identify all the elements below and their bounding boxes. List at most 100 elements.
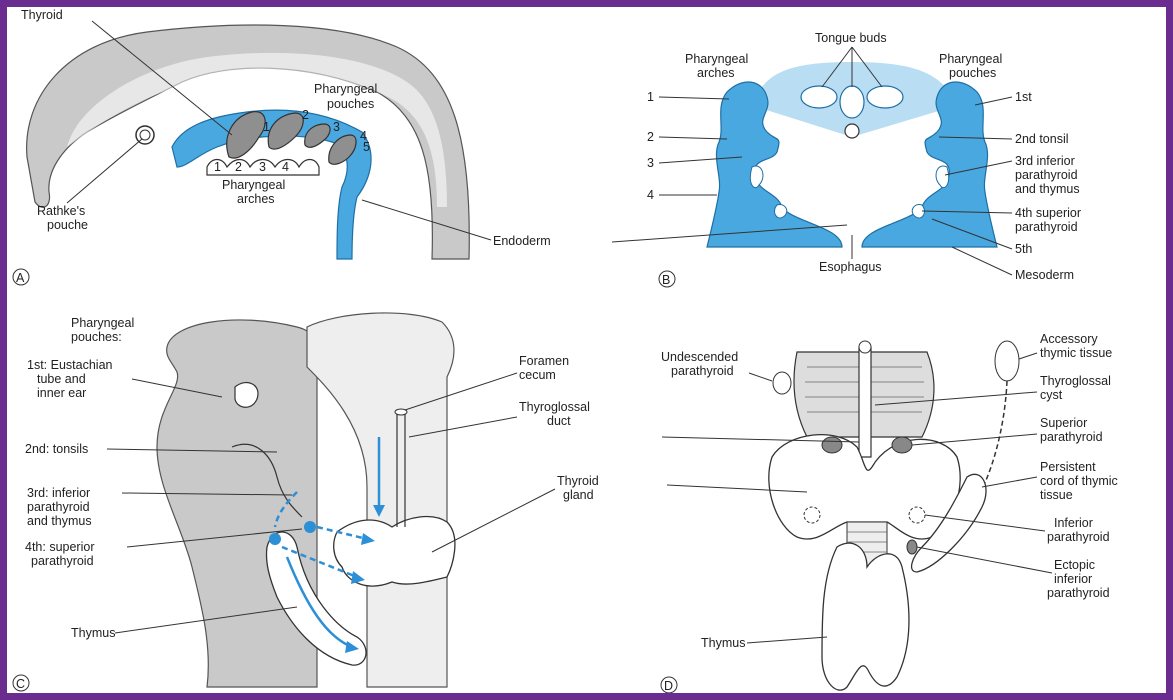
label-b-third-2: parathyroid — [1015, 168, 1078, 182]
panel-c: Pharyngeal pouches: 1st: Eustachian tube… — [13, 313, 599, 691]
label-b-second: 2nd tonsil — [1015, 132, 1069, 146]
label-pouches-a1: Pharyngeal — [314, 82, 377, 96]
label-c-third-2: parathyroid — [27, 500, 90, 514]
label-c-duct-2: duct — [547, 414, 571, 428]
leader-arch-b-1 — [659, 97, 729, 99]
label-d-persistent-3: tissue — [1040, 488, 1073, 502]
label-arches-b1: Pharyngeal — [685, 52, 748, 66]
label-c-fourth-2: parathyroid — [31, 554, 94, 568]
pouch-num-3: 3 — [333, 120, 340, 134]
arch-b-num-1: 1 — [647, 90, 654, 104]
label-arches-b2: arches — [697, 66, 735, 80]
label-d-undesc-1: Undescended — [661, 350, 738, 364]
pouch-left-4 — [775, 204, 787, 218]
label-d-ectopic-1: Ectopic — [1054, 558, 1095, 572]
figure-frame: Thyroid Pharyngeal pouches 1 2 3 4 5 1 2… — [7, 7, 1166, 693]
label-c-gland-2: gland — [563, 488, 594, 502]
arch-b-num-3: 3 — [647, 156, 654, 170]
panel-a: Thyroid Pharyngeal pouches 1 2 3 4 5 1 2… — [13, 8, 551, 285]
arch-num-2: 2 — [235, 160, 242, 174]
label-c-pouches-2: pouches: — [71, 330, 122, 344]
parathyroid-dot-2 — [269, 533, 281, 545]
label-b-first: 1st — [1015, 90, 1032, 104]
label-c-first-1: 1st: Eustachian — [27, 358, 113, 372]
leader-d-superior — [912, 434, 1037, 445]
arch-b-num-4: 4 — [647, 188, 654, 202]
label-b-fourth-2: parathyroid — [1015, 220, 1078, 234]
label-d-accessory-2: thymic tissue — [1040, 346, 1112, 360]
label-pouches-b1: Pharyngeal — [939, 52, 1002, 66]
parathyroid-dot-1 — [304, 521, 316, 533]
pouch-num-5: 5 — [363, 140, 370, 154]
label-pouches-a2: pouches — [327, 97, 374, 111]
pharynx-grey — [157, 320, 319, 687]
label-c-third-3: and thymus — [27, 514, 92, 528]
label-d-ectopic-3: parathyroid — [1047, 586, 1110, 600]
label-d-cyst-1: Thyroglossal — [1040, 374, 1111, 388]
leader-b-mesoderm — [952, 247, 1012, 275]
label-b-fourth-1: 4th superior — [1015, 206, 1081, 220]
thymus-d — [822, 543, 909, 690]
ectopic-parathyroid — [907, 540, 917, 554]
label-c-first-2: tube and — [37, 372, 86, 386]
undescended-parathyroid — [773, 372, 791, 394]
label-endoderm: Endoderm — [493, 234, 551, 248]
embryology-diagram: Thyroid Pharyngeal pouches 1 2 3 4 5 1 2… — [7, 7, 1166, 693]
tongue-bud-left — [801, 86, 837, 108]
label-d-persistent-2: cord of thymic — [1040, 474, 1118, 488]
superior-parathyroid-right — [892, 437, 912, 453]
thyroglossal-tract — [859, 347, 871, 457]
leader-arch-b-2 — [659, 137, 727, 139]
pouch-num-1: 1 — [263, 120, 270, 134]
label-d-inferior-2: parathyroid — [1047, 530, 1110, 544]
foramen-dot — [845, 124, 859, 138]
leader-endoderm-a — [362, 200, 491, 240]
label-c-fourth-1: 4th: superior — [25, 540, 94, 554]
label-c-third-1: 3rd: inferior — [27, 486, 90, 500]
pouch-c-first — [235, 383, 258, 408]
label-thyroid: Thyroid — [21, 8, 63, 22]
panel-b-letter: B — [662, 273, 670, 287]
label-d-persistent-1: Persistent — [1040, 460, 1096, 474]
label-b-third-1: 3rd inferior — [1015, 154, 1075, 168]
leader-d-accessory — [1019, 353, 1037, 359]
label-d-superior-2: parathyroid — [1040, 430, 1103, 444]
arch-num-3: 3 — [259, 160, 266, 174]
label-c-thymus: Thymus — [71, 626, 115, 640]
label-c-duct-1: Thyroglossal — [519, 400, 590, 414]
arch-b-num-2: 2 — [647, 130, 654, 144]
leader-d-persistent — [982, 477, 1037, 487]
label-d-cyst-2: cyst — [1040, 388, 1063, 402]
leader-rathke — [67, 139, 142, 203]
panel-a-letter: A — [16, 271, 25, 285]
label-c-gland-1: Thyroid — [557, 474, 599, 488]
label-rathke-2: pouche — [47, 218, 88, 232]
arch-num-1: 1 — [214, 160, 221, 174]
accessory-thymic-tissue — [995, 341, 1019, 381]
label-d-inferior-1: Inferior — [1054, 516, 1093, 530]
label-d-superior-1: Superior — [1040, 416, 1087, 430]
panel-c-letter: C — [16, 677, 25, 691]
label-b-esophagus: Esophagus — [819, 260, 882, 274]
panel-b: Tongue buds Pharyngeal arches Pharyngeal… — [612, 31, 1081, 287]
label-arches-a2: arches — [237, 192, 275, 206]
label-d-accessory-1: Accessory — [1040, 332, 1098, 346]
leader-c-gland — [432, 489, 555, 552]
pouch-left-3 — [750, 166, 763, 188]
panel-d-letter: D — [664, 679, 673, 693]
label-pouches-b2: pouches — [949, 66, 996, 80]
tongue-bud-center — [840, 86, 864, 118]
label-c-pouches-1: Pharyngeal — [71, 316, 134, 330]
label-tongue-buds: Tongue buds — [815, 31, 887, 45]
label-d-ectopic-2: inferior — [1054, 572, 1092, 586]
label-arches-a1: Pharyngeal — [222, 178, 285, 192]
leader-d-thymus — [747, 637, 827, 643]
tongue-bud-right — [867, 86, 903, 108]
arch-num-4: 4 — [282, 160, 289, 174]
label-c-foramen-1: Foramen — [519, 354, 569, 368]
label-c-first-3: inner ear — [37, 386, 86, 400]
panel-d: Undescended parathyroid Accessory thymic… — [661, 332, 1118, 693]
pouch-num-2: 2 — [302, 108, 309, 122]
label-d-thymus: Thymus — [701, 636, 745, 650]
superior-parathyroid-left — [822, 437, 842, 453]
